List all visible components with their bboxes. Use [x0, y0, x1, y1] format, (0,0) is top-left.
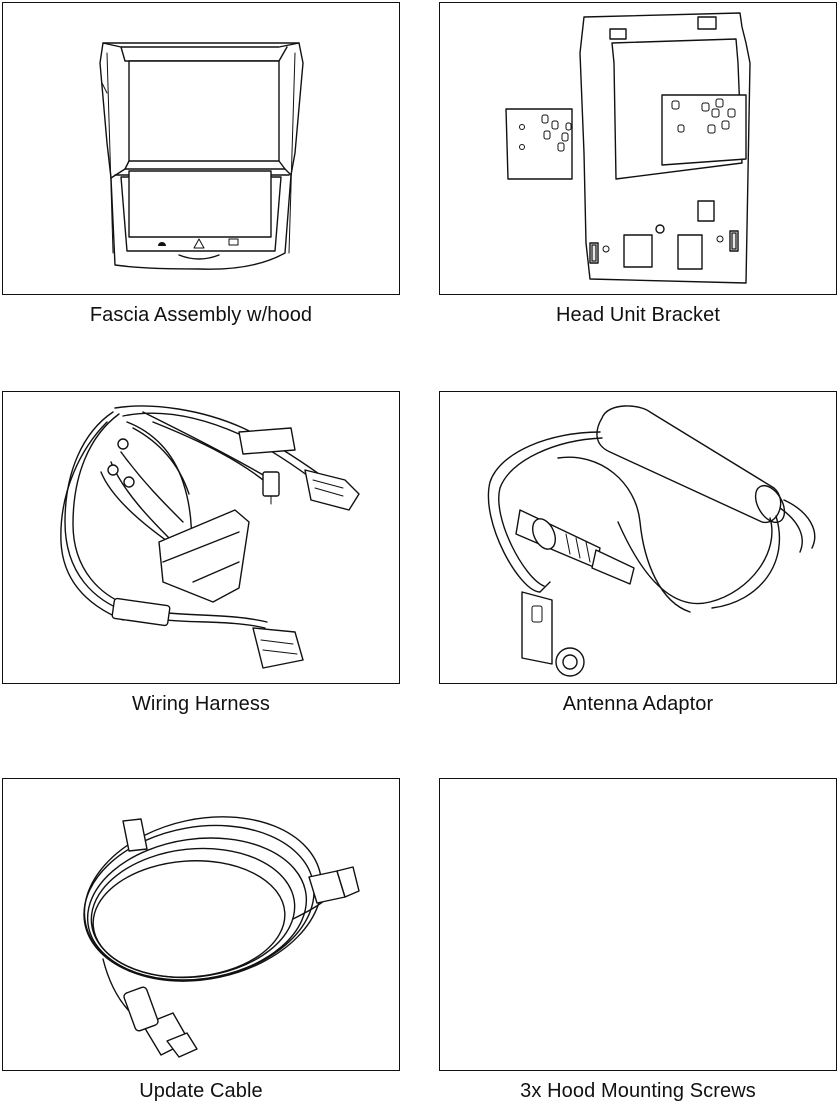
part-caption: Update Cable — [139, 1080, 263, 1102]
empty-image-placeholder — [439, 778, 837, 1071]
part-caption: Antenna Adaptor — [562, 693, 714, 715]
part-image-frame — [2, 2, 400, 295]
head-unit-bracket-illustration — [505, 12, 751, 284]
part-card-fascia: Fascia Assembly w/hood — [2, 2, 400, 327]
part-image-frame — [439, 2, 837, 295]
fascia-assembly-illustration — [99, 42, 304, 270]
part-image-frame — [439, 391, 837, 684]
part-image-frame — [2, 391, 400, 684]
wiring-harness-illustration — [60, 405, 360, 669]
part-caption: 3x Hood Mounting Screws — [520, 1080, 756, 1102]
antenna-adaptor-illustration — [487, 405, 816, 677]
part-card-cable: Update Cable — [2, 778, 400, 1103]
usb-update-cable-illustration — [83, 816, 360, 1058]
part-card-bracket: Head Unit Bracket — [439, 2, 837, 327]
part-card-screws: 3x Hood Mounting Screws — [439, 778, 837, 1103]
part-card-antenna: Antenna Adaptor — [439, 391, 837, 716]
part-caption: Head Unit Bracket — [556, 304, 720, 326]
part-caption: Wiring Harness — [131, 693, 271, 715]
part-card-harness: Wiring Harness — [2, 391, 400, 716]
part-caption: Fascia Assembly w/hood — [89, 304, 313, 326]
part-image-frame — [2, 778, 400, 1071]
